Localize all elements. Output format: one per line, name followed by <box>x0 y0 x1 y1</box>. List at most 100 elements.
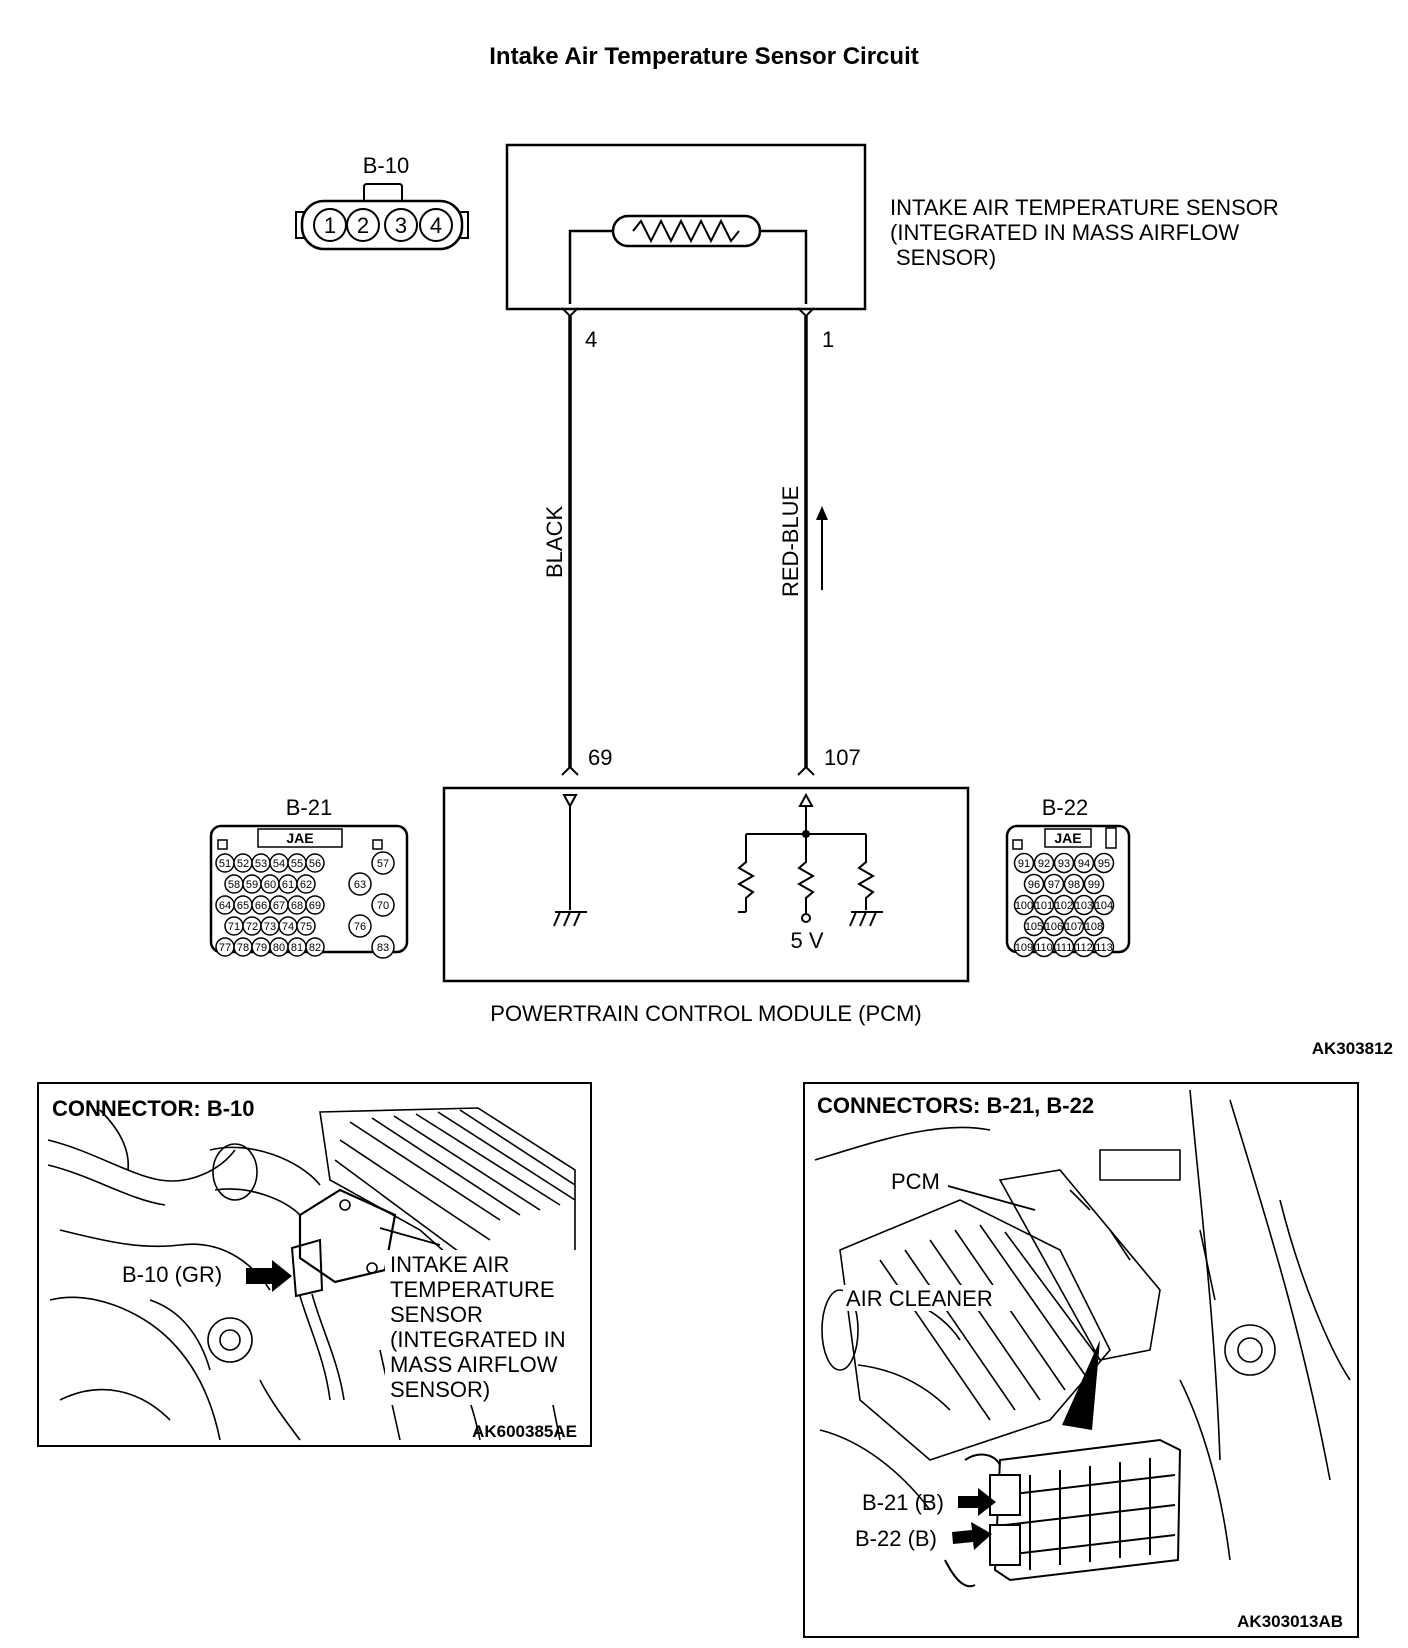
connector-pin: 2 <box>346 208 380 242</box>
inset-right-code: AK303013AB <box>1237 1612 1343 1631</box>
inset-left-sensor-line1: INTAKE AIR <box>390 1252 509 1277</box>
sensor-pin-right: 1 <box>822 327 834 352</box>
pin-number: 57 <box>377 858 389 870</box>
pin-number: 101 <box>1035 900 1053 912</box>
pin-number: 94 <box>1078 858 1090 870</box>
pcm-leader-line <box>947 1185 1036 1211</box>
connector-pin: 62 <box>296 874 316 894</box>
connector-pin: 59 <box>242 874 262 894</box>
diagram-title: Intake Air Temperature Sensor Circuit <box>489 43 918 70</box>
connector-pin: 103 <box>1073 894 1095 916</box>
current-direction-arrow <box>816 506 828 590</box>
pcm-voltage: 5 V <box>790 928 823 953</box>
connector-pin: 51 <box>215 853 235 873</box>
pcm-pin-right: 107 <box>824 745 861 770</box>
ground-symbol <box>849 911 883 927</box>
inset-right-air-cleaner-label: AIR CLEANER <box>846 1286 993 1311</box>
pin-number: 64 <box>219 900 231 912</box>
sensor-box <box>505 143 867 318</box>
connector-pin: 72 <box>242 916 262 936</box>
pin-number: 111 <box>1056 942 1073 954</box>
connector-pin: 61 <box>278 874 298 894</box>
pin-number: 58 <box>228 879 240 891</box>
pin-number: 65 <box>237 900 249 912</box>
zoom-pointer <box>1062 1340 1100 1430</box>
connector-pin: 73 <box>260 916 280 936</box>
connector-pin: 81 <box>287 937 307 957</box>
sensor-label-line2: (INTEGRATED IN MASS AIRFLOW <box>890 220 1239 245</box>
b21-connector-id: B-21 <box>286 795 332 820</box>
connector-pin: 78 <box>233 937 253 957</box>
pin-number: 110 <box>1035 942 1053 954</box>
connector-pin: 95 <box>1093 852 1115 874</box>
connector-pin: 54 <box>269 853 289 873</box>
connector-pin: 74 <box>278 916 298 936</box>
connector-pin: 99 <box>1083 873 1105 895</box>
pin-number: 79 <box>255 942 267 954</box>
pin-number: 71 <box>228 921 240 933</box>
pin-number: 80 <box>273 942 285 954</box>
connector-pin: 102 <box>1053 894 1075 916</box>
connector-pin: 67 <box>269 895 289 915</box>
b21-maker-label: JAE <box>286 830 313 846</box>
pin-number: 98 <box>1068 879 1080 891</box>
red-blue-wire-label: RED-BLUE <box>778 486 803 597</box>
pin-number: 3 <box>395 213 407 238</box>
connector-pin: 108 <box>1083 915 1105 937</box>
connector-pin: 80 <box>269 937 289 957</box>
inset-left-title: CONNECTOR: B-10 <box>52 1096 255 1121</box>
pin-number: 97 <box>1048 879 1060 891</box>
connector-pin: 83 <box>371 935 395 959</box>
pin-number: 81 <box>291 942 303 954</box>
pin-number: 66 <box>255 900 267 912</box>
inset-connector-b10: CONNECTOR: B-10 B-10 (GR) INTAKE AIR TEM… <box>37 1082 592 1447</box>
connector-pin: 55 <box>287 853 307 873</box>
pin-number: 75 <box>300 921 312 933</box>
connector-pin: 63 <box>348 872 372 896</box>
pin-number: 99 <box>1088 879 1100 891</box>
pin-number: 76 <box>354 921 366 933</box>
pin-number: 68 <box>291 900 303 912</box>
inset-left-sensor-line3: SENSOR <box>390 1302 483 1327</box>
pin-number: 105 <box>1025 921 1043 933</box>
connector-pin: 94 <box>1073 852 1095 874</box>
b10-connector-id: B-10 <box>363 153 409 178</box>
pin-number: 51 <box>219 858 231 870</box>
connector-pin: 97 <box>1043 873 1065 895</box>
pin-number: 52 <box>237 858 249 870</box>
connector-pin: 71 <box>224 916 244 936</box>
inset-right-pcm-label: PCM <box>891 1169 940 1194</box>
connector-pin: 64 <box>215 895 235 915</box>
pin-number: 70 <box>377 900 389 912</box>
inset-left-sensor-line4: (INTEGRATED IN <box>390 1327 566 1352</box>
connector-pin: 100 <box>1013 894 1035 916</box>
connector-pin: 109 <box>1013 936 1035 958</box>
inset-left-sensor-line6: SENSOR) <box>390 1377 490 1402</box>
b21-pointer-arrow <box>958 1488 996 1516</box>
connector-pin: 107 <box>1063 915 1085 937</box>
pin-number: 100 <box>1015 900 1033 912</box>
connector-pin: 68 <box>287 895 307 915</box>
pin-number: 73 <box>264 921 276 933</box>
pin-number: 104 <box>1095 900 1113 912</box>
connector-pin: 104 <box>1093 894 1115 916</box>
pin-number: 59 <box>246 879 258 891</box>
pin-number: 74 <box>282 921 294 933</box>
connector-pin: 4 <box>419 208 453 242</box>
pin-number: 60 <box>264 879 276 891</box>
inset-left-pointer-label: B-10 (GR) <box>122 1262 222 1287</box>
connector-pin: 96 <box>1023 873 1045 895</box>
connector-pin: 66 <box>251 895 271 915</box>
pcm-module-closeup <box>944 1438 1182 1588</box>
pin-number: 92 <box>1038 858 1050 870</box>
pin-number: 55 <box>291 858 303 870</box>
connector-pin: 75 <box>296 916 316 936</box>
pin-number: 2 <box>357 213 369 238</box>
